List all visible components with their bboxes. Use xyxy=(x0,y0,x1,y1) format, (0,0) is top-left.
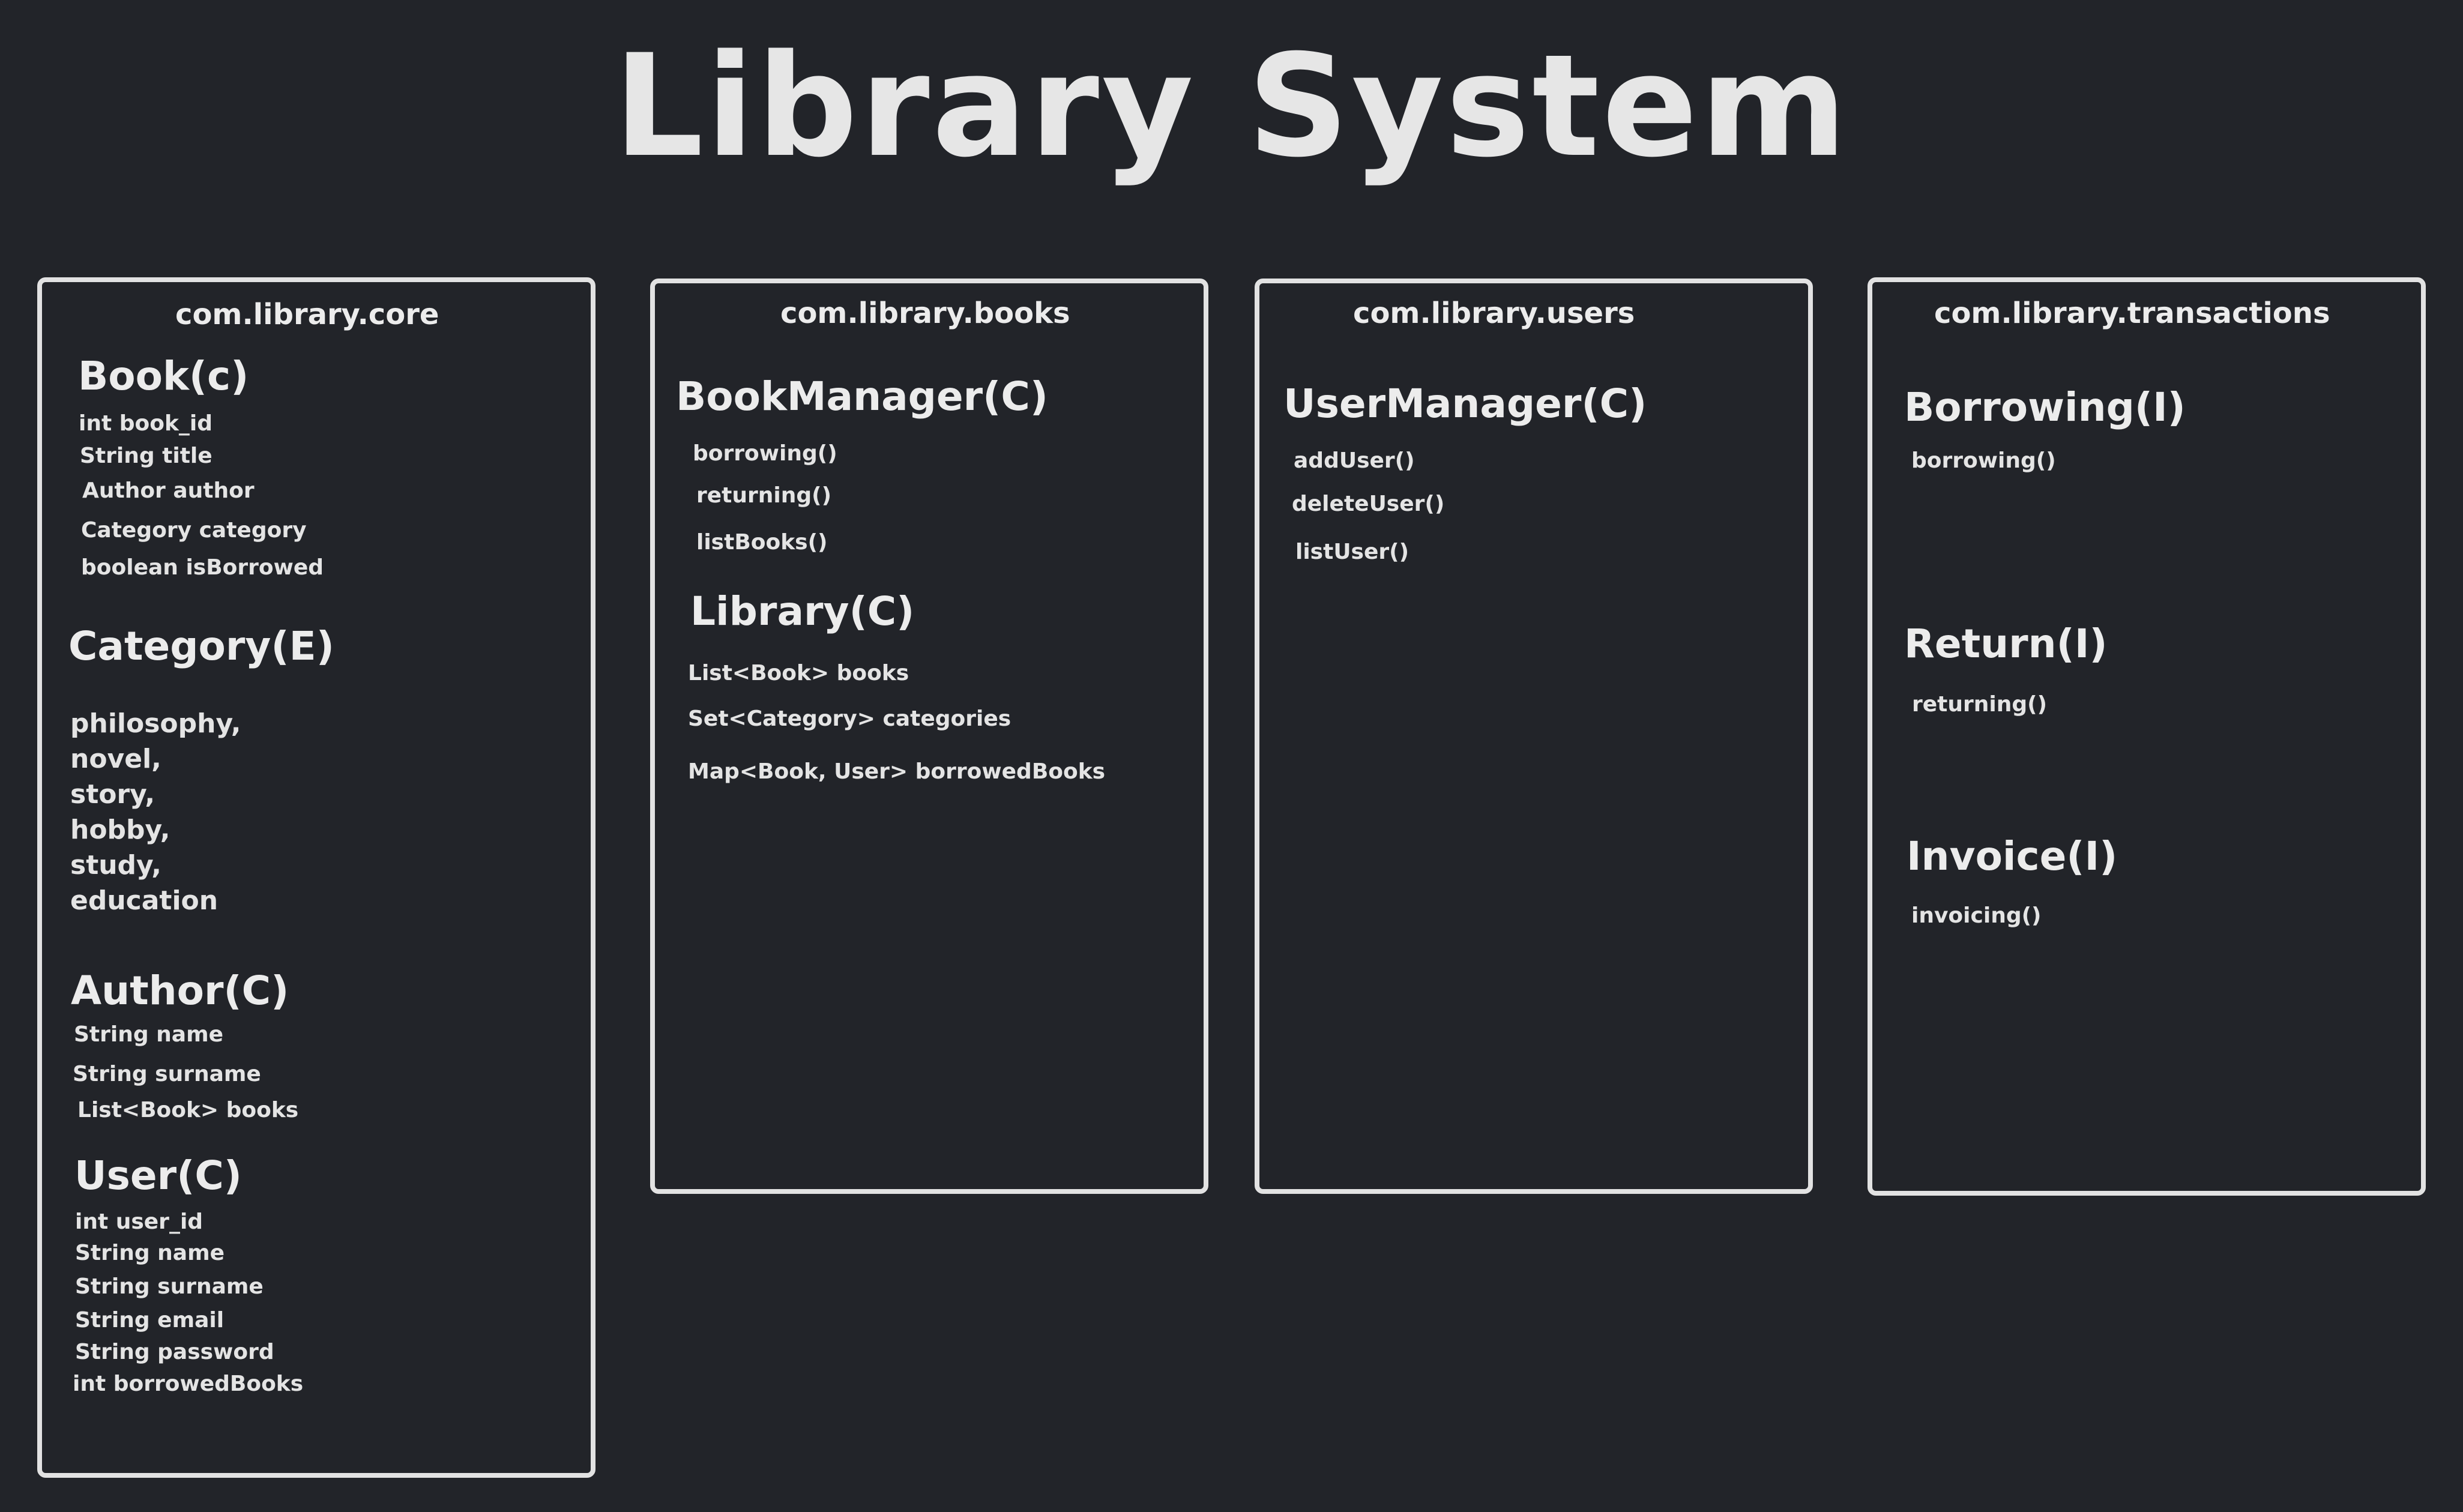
class-book-member: boolean isBorrowed xyxy=(81,555,324,580)
class-return-member: returning() xyxy=(1912,692,2048,717)
class-user-member: int borrowedBooks xyxy=(73,1372,304,1396)
class-return-title: Return(I) xyxy=(1904,621,2108,667)
class-user-member: String password xyxy=(75,1340,274,1364)
class-book-member: String title xyxy=(80,444,213,468)
class-author-member: String name xyxy=(74,1022,224,1047)
class-user-member: String surname xyxy=(75,1274,264,1299)
class-invoice-member: invoicing() xyxy=(1911,903,2042,928)
class-library-title: Library(C) xyxy=(690,588,915,634)
class-category-value: story, xyxy=(70,779,155,810)
package-transactions-name: com.library.transactions xyxy=(1934,297,2330,330)
class-library-member: Map<Book, User> borrowedBooks xyxy=(688,759,1106,784)
class-library-member: Set<Category> categories xyxy=(688,706,1011,731)
class-usermanager-member: addUser() xyxy=(1294,448,1415,473)
class-category-value: education xyxy=(70,885,219,916)
class-bookmanager-title: BookManager(C) xyxy=(676,373,1048,420)
package-core-box xyxy=(37,277,595,1478)
class-bookmanager-member: borrowing() xyxy=(693,441,837,466)
package-transactions-box xyxy=(1868,277,2426,1196)
package-core-name: com.library.core xyxy=(175,298,439,331)
class-user-member: String name xyxy=(75,1241,225,1265)
package-users-box xyxy=(1255,279,1813,1194)
class-usermanager-member: deleteUser() xyxy=(1292,492,1445,516)
class-category-value: hobby, xyxy=(70,815,170,845)
class-book-title: Book(c) xyxy=(78,353,249,399)
class-book-member: Category category xyxy=(81,518,307,543)
class-borrowing-title: Borrowing(I) xyxy=(1904,384,2186,430)
package-books-name: com.library.books xyxy=(780,297,1070,330)
class-user-member: int user_id xyxy=(75,1209,203,1234)
class-borrowing-member: borrowing() xyxy=(1911,448,2056,473)
diagram-title: Library System xyxy=(613,25,1850,188)
class-author-member: List<Book> books xyxy=(77,1098,299,1122)
class-bookmanager-member: returning() xyxy=(696,483,832,508)
class-library-member: List<Book> books xyxy=(688,661,909,685)
class-invoice-title: Invoice(I) xyxy=(1907,833,2118,879)
class-category-value: novel, xyxy=(70,744,161,774)
class-user-title: User(C) xyxy=(74,1152,242,1199)
class-category-value: study, xyxy=(70,850,162,881)
class-bookmanager-member: listBooks() xyxy=(696,530,828,555)
package-users-name: com.library.users xyxy=(1353,297,1635,330)
class-usermanager-member: listUser() xyxy=(1295,540,1409,564)
package-books-box xyxy=(650,279,1208,1194)
class-author-title: Author(C) xyxy=(71,968,289,1014)
class-user-member: String email xyxy=(75,1308,225,1333)
class-usermanager-title: UserManager(C) xyxy=(1283,381,1647,427)
class-author-member: String surname xyxy=(73,1062,261,1086)
class-category-value: philosophy, xyxy=(70,708,241,739)
class-book-member: Author author xyxy=(82,478,255,503)
class-book-member: int book_id xyxy=(79,411,213,436)
class-category-title: Category(E) xyxy=(68,623,334,669)
